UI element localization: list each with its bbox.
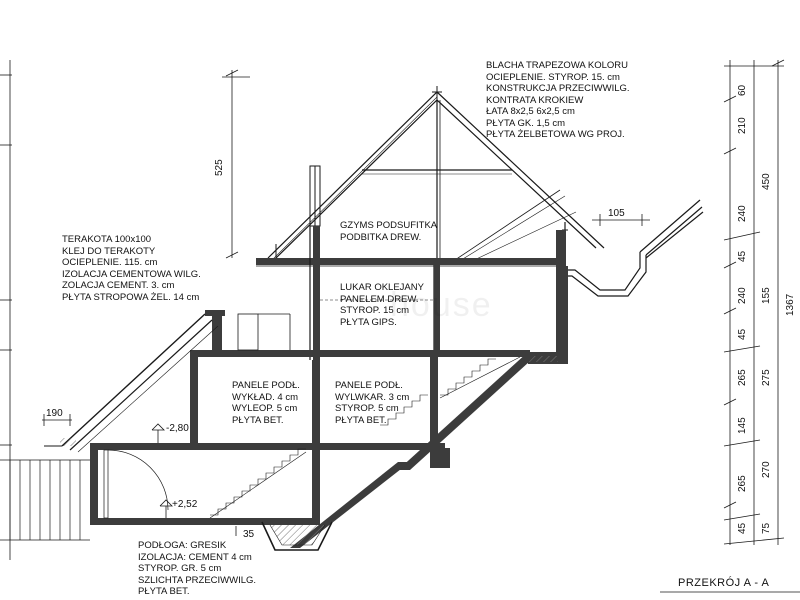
note-line: PŁYTA BET.	[335, 414, 387, 426]
note-line: LUKAR OKLEJANY	[340, 282, 424, 293]
dim-col1: 60	[737, 84, 748, 96]
note-soffit: GZYMS PODSUFITKA PODBITKA DREW.	[340, 220, 437, 243]
note-line: SZLICHTA PRZECIWWILG.	[138, 574, 257, 586]
note-line: PŁYTA GK. 1,5 cm	[486, 117, 566, 129]
note-line: PANELE PODŁ.	[232, 380, 300, 391]
main-roof	[267, 86, 605, 265]
dim-col1: 265	[737, 475, 748, 492]
note-line: ŁATA 8x2,5 6x2,5 cm	[486, 106, 575, 117]
dim-roof-height: 525	[214, 159, 225, 176]
right-eave	[560, 199, 704, 297]
attic-slab	[256, 230, 566, 267]
dim-footing: 35	[243, 529, 255, 540]
note-line: PODŁOGA: GRESIK	[138, 540, 227, 551]
note-line: STYROP. GR. 5 cm	[138, 563, 222, 574]
section-title: PRZEKRÓJ A - A	[678, 577, 770, 589]
note-line: IZOLACJA: CEMENT 4 cm	[138, 551, 252, 563]
dim-col2: 450	[761, 173, 772, 190]
note-line: OCIEPLENIE. STYROP. 15. cm	[486, 71, 620, 83]
note-line: BLACHA TRAPEZOWA KOLORU	[486, 60, 629, 71]
watermark: house	[390, 286, 493, 324]
ground-floor-slab	[90, 356, 450, 468]
note-line: WYKŁAD. 4 cm	[232, 391, 298, 403]
dim-col1: 210	[737, 117, 748, 134]
note-line: ZOLACJA CEMENT. 3. cm	[62, 280, 175, 291]
dim-col2: 270	[761, 461, 772, 478]
note-line: PŁYTA BET.	[232, 414, 284, 426]
note-line: PANELEM DREW.	[340, 293, 419, 305]
dim-col1: 45	[737, 522, 748, 534]
note-ground: PODŁOGA: GRESIK IZOLACJA: CEMENT 4 cm ST…	[138, 540, 256, 598]
note-line: KLEJ DO TERAKOTY	[62, 245, 156, 257]
note-line: PANELE PODŁ.	[335, 380, 403, 391]
dim-left-eave: 190	[46, 408, 63, 419]
note-floor-left: PANELE PODŁ. WYKŁAD. 4 cm WYLEOP. 5 cm P…	[232, 380, 300, 426]
note-line: PŁYTA STROPOWA ŻEL. 14 cm	[62, 291, 200, 303]
note-line: PODBITKA DREW.	[340, 231, 422, 243]
dim-col1: 240	[737, 205, 748, 222]
note-line: IZOLACJA CEMENTOWA WILG.	[62, 268, 201, 280]
note-line: STYROP. 5 cm	[335, 403, 399, 414]
roof-height-dim	[222, 69, 250, 259]
note-line: PŁYTA BET.	[138, 586, 190, 597]
dim-col2: 155	[761, 287, 772, 304]
stairs-lower	[209, 448, 307, 519]
level-markers	[151, 423, 237, 536]
note-terrace: TERAKOTA 100x100 KLEJ DO TERAKOTY OCIEPL…	[62, 234, 201, 303]
first-floor-slab	[190, 310, 530, 357]
note-line: OCIEPLENIE. 115. cm	[62, 257, 158, 268]
dim-col1: 240	[737, 287, 748, 304]
eave-dim	[592, 214, 650, 226]
note-line: WYLEOP. 5 cm	[232, 403, 298, 414]
level-upper: -2,80	[166, 423, 189, 434]
dim-col2: 75	[761, 522, 772, 534]
dim-col2: 275	[761, 369, 772, 386]
dormer	[309, 226, 440, 360]
note-line: WYLWKAR. 3 cm	[335, 391, 410, 403]
note-floor-right: PANELE PODŁ. WYLWKAR. 3 cm STYROP. 5 cm …	[335, 380, 409, 426]
foundation	[90, 450, 410, 551]
note-line: KONSTRUKCJA PRZECIWWILG.	[486, 83, 630, 94]
note-line: STYROP. 15 cm	[340, 305, 409, 316]
note-line: GZYMS PODSUFITKA	[340, 220, 438, 231]
left-eave-dim	[42, 414, 72, 426]
note-dormer: LUKAR OKLEJANY PANELEM DREW. STYROP. 15 …	[340, 282, 424, 328]
note-line: PŁYTA GIPS.	[340, 316, 397, 328]
note-line: KONTRATA KROKIEW	[486, 94, 584, 106]
note-line: PŁYTA ŻELBETOWA WG PROJ.	[486, 129, 625, 140]
stairs-upper	[380, 356, 521, 426]
right-dim-columns	[723, 59, 785, 545]
dim-col1: 45	[737, 328, 748, 340]
dim-col1: 45	[737, 250, 748, 262]
dim-col1: 265	[737, 369, 748, 386]
left-roof	[44, 313, 219, 453]
dim-total: 1367	[785, 293, 796, 316]
note-roof: BLACHA TRAPEZOWA KOLORU OCIEPLENIE. STYR…	[486, 60, 630, 141]
note-line: TERAKOTA 100x100	[62, 234, 152, 245]
dim-eave: 105	[608, 208, 625, 219]
level-lower: +2,52	[172, 499, 198, 510]
dim-col1: 145	[737, 417, 748, 434]
terrace-left	[0, 449, 169, 541]
